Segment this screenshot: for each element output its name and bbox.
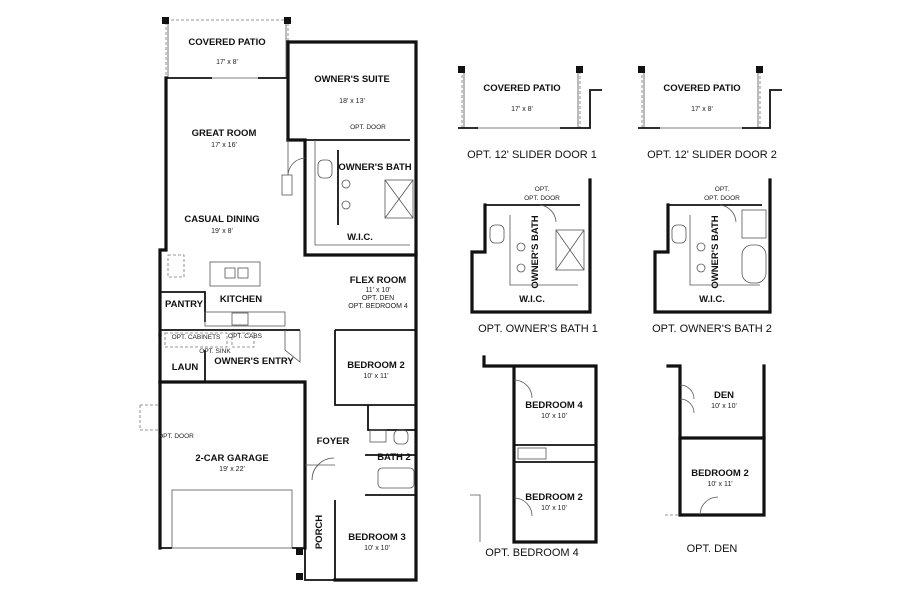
garage-door: [171, 489, 293, 549]
kitchen-label: KITCHEN: [220, 294, 262, 305]
exterior-wall: [286, 40, 418, 254]
option-owners-bath-2: OPT. OPT. DOOR OWNER'S BATH W.I.C. OPT. …: [652, 178, 772, 335]
covered-patio-label: COVERED PATIO: [188, 37, 265, 48]
bath1-opt-door-line1: OPT.: [535, 186, 550, 193]
owners-entry-label: OWNER'S ENTRY: [214, 356, 294, 367]
bedroom3-label: BEDROOM 3: [348, 532, 406, 543]
opt-door-garage-label: OPT. DOOR: [158, 433, 194, 440]
exterior-wall: [158, 76, 168, 337]
garage-wall: [158, 380, 307, 550]
casual-dining-dim: 19' x 8': [211, 228, 233, 235]
bedroom2-label: BEDROOM 2: [347, 360, 405, 371]
option-slider-door-1: COVERED PATIO 17' x 8' OPT. 12' SLIDER D…: [458, 66, 602, 161]
bath1-wic: W.I.C.: [519, 294, 545, 305]
bedroom3-dim: 10' x 10': [364, 545, 390, 552]
option-slider-door-2: COVERED PATIO 17' x 8' OPT. 12' SLIDER D…: [638, 66, 782, 161]
bath2-label: BATH 2: [377, 452, 411, 463]
bath1-opt-door: OPT. DOOR: [524, 195, 560, 202]
casual-dining-label: CASUAL DINING: [184, 214, 259, 225]
bedroom4-caption: OPT. BEDROOM 4: [485, 547, 579, 559]
flex-room-opt-bedroom4: OPT. BEDROOM 4: [348, 303, 408, 310]
flex-room-opt-den: OPT. DEN: [362, 295, 394, 302]
opt-bedroom2-label: BEDROOM 2: [525, 492, 583, 503]
opt-cabinets-label: OPT. CABINETS: [172, 334, 221, 341]
slider2-dim: 17' x 8': [691, 106, 713, 113]
owners-suite-label: OWNER'S SUITE: [314, 74, 390, 85]
great-room-label: GREAT ROOM: [192, 128, 257, 139]
flex-room-label: FLEX ROOM: [350, 275, 407, 286]
garage-label: 2-CAR GARAGE: [195, 453, 268, 464]
foyer-label: FOYER: [317, 436, 350, 447]
wic-label: W.I.C.: [347, 232, 373, 243]
patio-post: [284, 17, 291, 24]
slider1-room-label: COVERED PATIO: [483, 83, 560, 94]
main-floor-plan: COVERED PATIO 17' x 8' OWNER'S SUITE 18'…: [139, 17, 418, 582]
den-bedroom2-label: BEDROOM 2: [691, 468, 749, 479]
great-room-dim: 17' x 16': [211, 142, 237, 149]
slider1-dim: 17' x 8': [511, 106, 533, 113]
option-bedroom-4: BEDROOM 4 10' x 10' BEDROOM 2 10' x 10' …: [470, 355, 598, 559]
opt-door-outline: [139, 404, 160, 431]
owners-bath-label: OWNER'S BATH: [338, 162, 411, 173]
patio-post: [162, 17, 169, 24]
owners-suite-dim: 18' x 13': [339, 98, 365, 105]
opt-sink-label: OPT. SINK: [199, 348, 231, 355]
bath1-caption: OPT. OWNER'S BATH 1: [478, 323, 598, 335]
bath2-opt-door-line1: OPT.: [715, 186, 730, 193]
den-label: DEN: [714, 390, 734, 401]
bath1-bath-label: OWNER'S BATH: [530, 215, 541, 288]
covered-patio-dim: 17' x 8': [216, 59, 238, 66]
flex-room-dim: 11' x 10': [365, 287, 390, 294]
opt-cabs-label: OPT. CABS: [228, 333, 263, 340]
slider2-room-label: COVERED PATIO: [663, 83, 740, 94]
covered-patio-outline: [165, 19, 289, 79]
den-dim: 10' x 10': [711, 403, 737, 410]
bedroom4-label: BEDROOM 4: [525, 400, 583, 411]
option-den: DEN 10' x 10' BEDROOM 2 10' x 11' OPT. D…: [665, 364, 766, 555]
den-bedroom2-dim: 10' x 11': [707, 481, 732, 488]
bath2-opt-door: OPT. DOOR: [704, 195, 740, 202]
den-caption: OPT. DEN: [687, 543, 738, 555]
porch-label: PORCH: [314, 515, 325, 549]
pantry-label: PANTRY: [165, 299, 204, 310]
laun-label: LAUN: [172, 362, 199, 373]
bath2-caption: OPT. OWNER'S BATH 2: [652, 323, 772, 335]
option-owners-bath-1: OPT. OPT. DOOR OWNER'S BATH W.I.C. OPT. …: [470, 178, 598, 335]
opt-door-label: OPT. DOOR: [350, 124, 386, 131]
kitchen-island: [209, 261, 261, 287]
bedroom4-dim: 10' x 10': [541, 413, 567, 420]
opt-bedroom2-dim: 10' x 10': [541, 505, 567, 512]
bath2-bath-label: OWNER'S BATH: [710, 215, 721, 288]
garage-dim: 19' x 22': [219, 466, 245, 473]
bath2-wic: W.I.C.: [699, 294, 725, 305]
slider2-caption: OPT. 12' SLIDER DOOR 2: [647, 149, 777, 161]
bedroom2-dim: 10' x 11': [363, 373, 388, 380]
slider1-caption: OPT. 12' SLIDER DOOR 1: [467, 149, 597, 161]
